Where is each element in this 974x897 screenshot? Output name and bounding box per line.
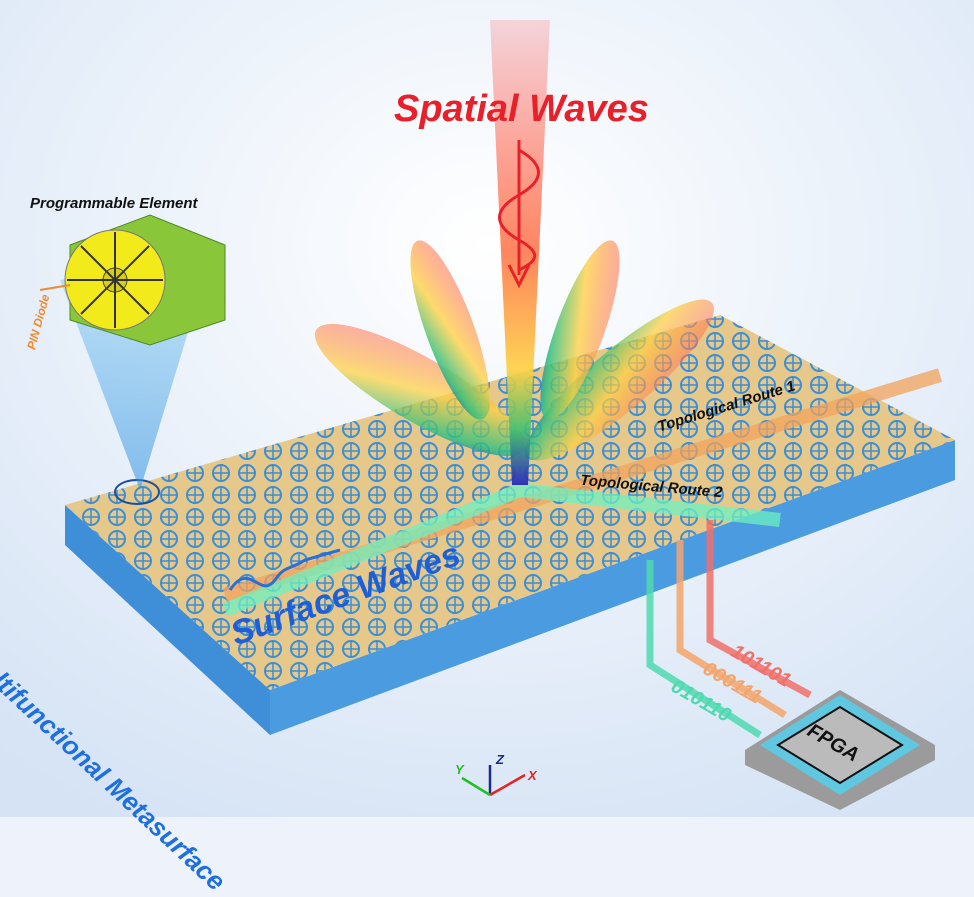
- fpga-chip: [745, 690, 935, 810]
- axis-triad: [461, 765, 526, 797]
- programmable-element: [39, 214, 226, 505]
- axis-x-label: X: [528, 768, 537, 783]
- element-title: Programmable Element: [30, 195, 198, 212]
- axis-z-label: Z: [496, 752, 504, 767]
- route-2-line: [222, 482, 781, 617]
- spatial-waves-title: Spatial Waves: [394, 88, 649, 130]
- illustration: [0, 0, 974, 817]
- axis-y-label: Y: [455, 762, 464, 777]
- spatial-beams: [314, 20, 714, 485]
- surface-wave-arrow: [228, 548, 341, 591]
- control-wires: [646, 520, 812, 738]
